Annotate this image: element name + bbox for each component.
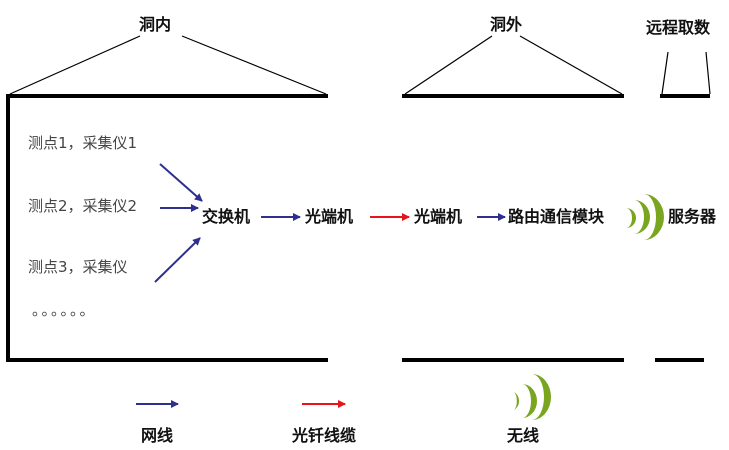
section-title-outside: 洞外 [490, 15, 523, 34]
measure-point-1: 测点1，采集仪1 [28, 134, 138, 152]
node-optical-terminal-1: 光端机 [305, 207, 354, 226]
node-router-module: 路由通信模块 [508, 207, 605, 226]
wireless-icon [626, 194, 664, 240]
legend-fiber-label: 光钎线缆 [292, 426, 357, 445]
legend-network-label: 网线 [141, 426, 174, 445]
arrow-point1-to-switch [159, 163, 203, 202]
node-switch: 交换机 [202, 207, 251, 226]
node-server: 服务器 [668, 207, 717, 226]
inside-tunnel-frame [6, 94, 328, 362]
legend-wireless-icon [514, 374, 551, 420]
remote-fetch-bracket [661, 51, 711, 95]
node-optical-terminal-2: 光端机 [414, 207, 463, 226]
inside-tunnel-bracket [9, 35, 327, 95]
legend-wireless-label: 无线 [507, 426, 540, 445]
section-title-inside: 洞内 [139, 15, 172, 34]
remote-fetch-frame [655, 94, 710, 362]
measure-point-2: 测点2，采集仪2 [28, 197, 138, 215]
outside-tunnel-frame [402, 94, 624, 362]
measure-point-3: 测点3，采集仪 [28, 258, 128, 276]
arrow-point3-to-switch [154, 237, 201, 283]
section-title-remote: 远程取数 [646, 18, 711, 37]
outside-tunnel-bracket [404, 35, 623, 95]
measure-point-ellipsis: 。。。。。。 [32, 301, 97, 319]
